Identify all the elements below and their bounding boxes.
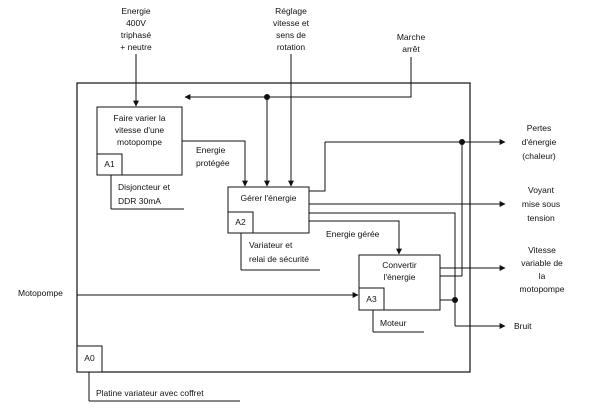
output-variable-speed-label-4: motopompe (520, 284, 565, 294)
input-energy-label-4: + neutre (120, 42, 152, 52)
box-a1-label-1: Faire varier la (114, 113, 166, 123)
output-variable-speed-label-2: variable de (521, 258, 563, 268)
output-indicator: Voyant mise sous tension (309, 185, 560, 223)
output-losses-label-2: d'énergie (522, 137, 557, 147)
output-noise-label: Bruit (514, 321, 532, 331)
a0-mechanism-label: Platine variateur avec coffret (96, 388, 204, 398)
flow-protected-energy: Energie protégée (182, 140, 248, 187)
junction-dot (459, 139, 465, 145)
box-a3-mechanism-1: Moteur (380, 318, 407, 328)
box-a1-tag-box (96, 153, 123, 176)
box-a1: Faire varier la vitesse d'une motopompe … (96, 106, 184, 210)
flow-managed-energy-line (309, 220, 402, 255)
outer-frame-a0: A0 Platine variateur avec coffret (76, 82, 471, 402)
output-losses: Pertes d'énergie (chaleur) (309, 123, 557, 277)
box-a2-mechanism-1: Variateur et (249, 240, 293, 250)
box-a2-mechanism-2: relai de sécurité (249, 254, 309, 264)
output-noise-line-a2 (309, 212, 456, 326)
box-a1-tag: A1 (104, 159, 115, 169)
a0-tag: A0 (84, 353, 95, 363)
output-variable-speed-label-3: la (539, 271, 546, 281)
control-speed: Réglage vitesse et sens de rotation (273, 6, 310, 187)
flow-protected-energy-label-1: Energie (196, 145, 226, 155)
box-a2-rect (227, 186, 310, 234)
flow-managed-energy-label: Energie gérée (326, 229, 380, 239)
input-energy: Energie 400V triphasé + neutre (120, 6, 152, 107)
box-a3-tag-box (358, 287, 385, 311)
output-variable-speed: Vitesse variable de la motopompe (440, 245, 565, 294)
junction-dot (264, 94, 270, 100)
control-speed-label-4: rotation (277, 42, 306, 52)
box-a3-label-2: l'énergie (384, 272, 416, 282)
box-a3-tag: A3 (366, 294, 377, 304)
output-losses-label-3: (chaleur) (522, 151, 556, 161)
control-speed-label-1: Réglage (275, 6, 307, 16)
output-losses-line-a2 (309, 142, 326, 192)
box-a3: Convertir l'énergie A3 Moteur (358, 254, 441, 333)
box-a1-label-3: motopompe (117, 137, 162, 147)
control-speed-label-2: vitesse et (273, 18, 310, 28)
box-a1-label-2: vitesse d'une (115, 125, 165, 135)
box-a2-tag: A2 (235, 217, 246, 227)
output-losses-label-1: Pertes (527, 123, 552, 133)
output-noise: Bruit (309, 212, 532, 331)
input-pump-label: Motopompe (18, 288, 63, 298)
control-speed-label-3: sens de (276, 30, 306, 40)
control-start-stop-line (184, 57, 412, 100)
control-start-stop: Marche arrêt (184, 32, 426, 187)
output-indicator-label-3: tension (527, 213, 555, 223)
output-variable-speed-label-1: Vitesse (528, 245, 556, 255)
control-start-stop-label-2: arrêt (402, 44, 420, 54)
box-a3-label-1: Convertir (382, 260, 417, 270)
flow-managed-energy: Energie gérée (309, 220, 402, 255)
output-indicator-label-1: Voyant (528, 185, 555, 195)
input-energy-label-1: Energie (121, 6, 151, 16)
input-energy-label-3: triphasé (121, 30, 152, 40)
box-a2-label-1: Gérer l'énergie (241, 193, 297, 203)
box-a1-mechanism-1: Disjoncteur et (118, 182, 171, 192)
box-a3-rect (358, 254, 441, 311)
junction-dot (452, 297, 458, 303)
output-indicator-label-2: mise sous (522, 199, 560, 209)
flow-protected-energy-line (182, 140, 248, 187)
input-energy-label-2: 400V (126, 18, 146, 28)
input-pump: Motopompe (18, 288, 359, 298)
box-a1-mechanism-2: DDR 30mA (118, 196, 161, 206)
box-a2: Gérer l'énergie A2 Variateur et relai de… (227, 186, 320, 271)
flow-protected-energy-label-2: protégée (196, 158, 230, 168)
control-start-stop-label-1: Marche (397, 32, 426, 42)
outer-frame (76, 82, 471, 373)
